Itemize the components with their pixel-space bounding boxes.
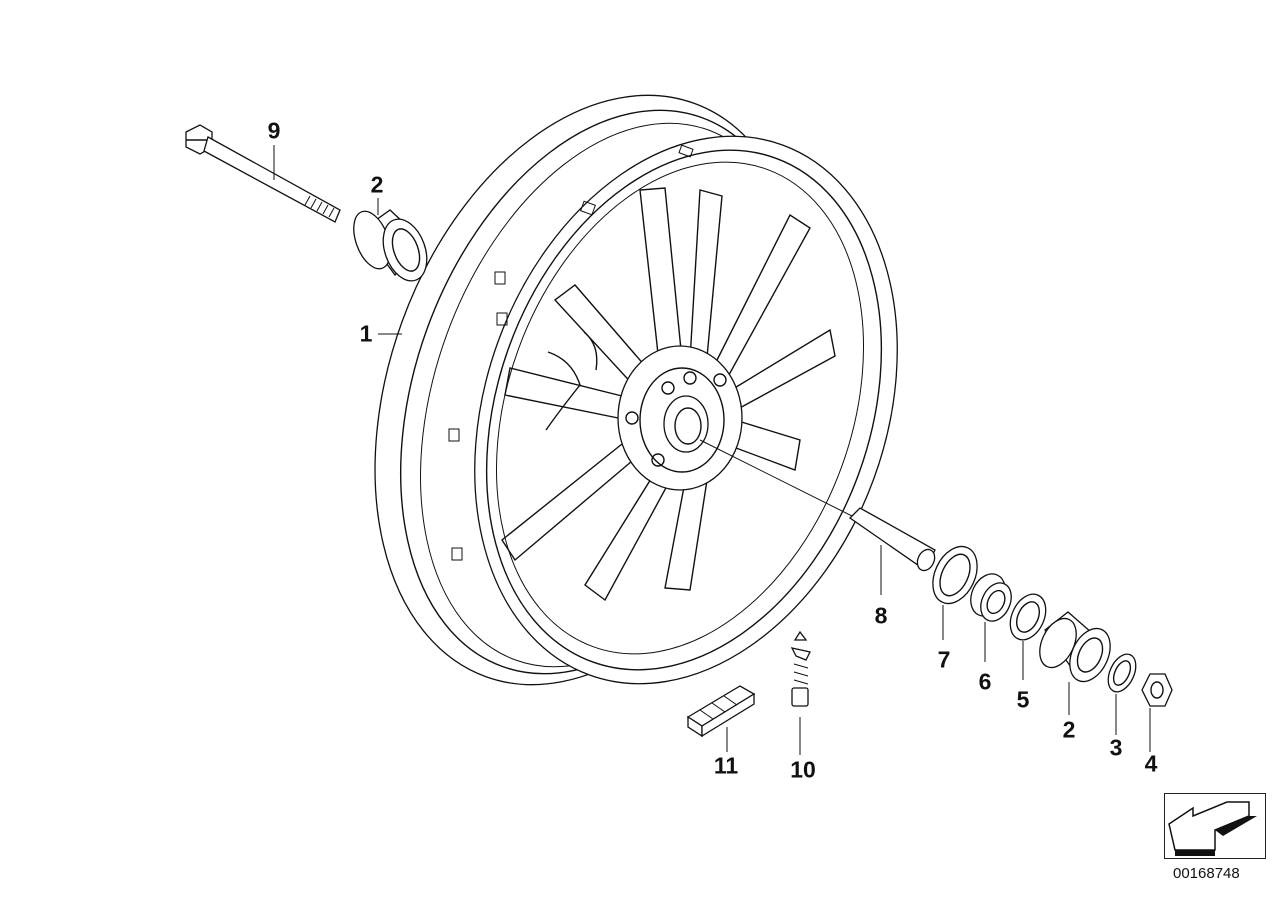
callout-10: 10 — [790, 756, 816, 783]
callout-2-right: 2 — [1062, 716, 1076, 743]
nut-part-4 — [1141, 673, 1173, 752]
callout-8: 8 — [874, 602, 888, 629]
callout-7: 7 — [937, 646, 951, 673]
drawing-number: 00168748 — [1173, 865, 1240, 882]
washer-part-7 — [932, 545, 978, 640]
callout-9: 9 — [267, 117, 281, 144]
valve-part-10 — [790, 630, 811, 755]
front-wheel-part-1 — [374, 94, 898, 686]
navigation-arrow-button[interactable] — [1164, 793, 1266, 859]
callout-4: 4 — [1144, 750, 1158, 777]
callout-1: 1 — [359, 320, 373, 347]
ring-part-5 — [1009, 593, 1047, 680]
callout-11: 11 — [713, 752, 739, 779]
bearing-part-6 — [970, 573, 1012, 662]
arrow-icon — [1168, 801, 1257, 856]
bolt-part-9 — [185, 124, 341, 223]
spacer-part-2-right — [1039, 611, 1111, 715]
callout-2-left: 2 — [370, 171, 384, 198]
callout-3: 3 — [1109, 734, 1123, 761]
spacer-part-2-left — [353, 198, 428, 282]
callout-5: 5 — [1016, 686, 1030, 713]
washer-part-3 — [1107, 653, 1137, 735]
balance-weight-part-11 — [686, 685, 756, 752]
callout-6: 6 — [978, 668, 992, 695]
sleeve-part-8 — [848, 507, 936, 595]
